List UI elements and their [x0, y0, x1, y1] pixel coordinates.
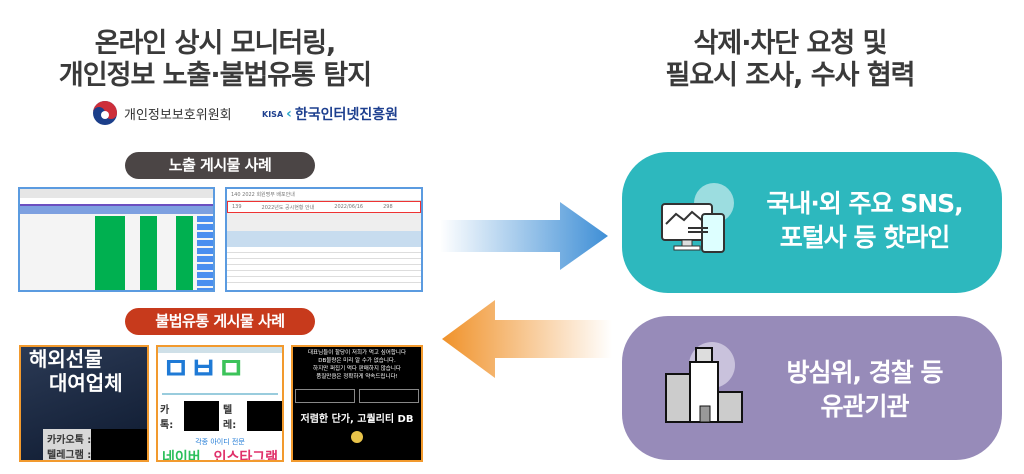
img3-line4: 품질만큼은 정확하게 약속드립니다! [316, 374, 398, 380]
arrow-left-icon [442, 300, 612, 378]
agency-line2: 유관기관 [820, 392, 909, 421]
img1-title1: 해외선물 [29, 347, 103, 371]
img1-tele: 텔레그램 : [47, 450, 92, 461]
row-views: 298 [383, 204, 393, 210]
img3-main: 저렴한 단가, 고퀄리티 DB [300, 414, 414, 425]
hotline-line2: 포털사 등 핫라인 [779, 223, 950, 252]
left-heading-line1: 온라인 상시 모니터링, [94, 28, 337, 59]
row-title: 2022년도 공시현황 안내 [261, 204, 315, 211]
hotline-line1: 국내·외 주요 SNS, [766, 189, 963, 218]
building-icon [665, 347, 743, 423]
hotline-box: 국내·외 주요 SNS, 포털사 등 핫라인 [622, 152, 1002, 293]
illegal-image-futures: 해외선물 대여업체 카카오톡 : 텔레그램 : [19, 345, 149, 462]
right-heading: 삭제·차단 요청 및 필요시 조사, 수사 협력 [590, 28, 990, 92]
arrow-right-icon [440, 202, 608, 270]
exposure-screenshot-admin [18, 187, 215, 292]
img3-line2: DB물량은 미리 알 수가 없습니다. [318, 358, 396, 364]
right-heading-line2: 필요시 조사, 수사 협력 [665, 60, 915, 91]
img1-title2: 대여업체 [49, 371, 123, 395]
img3-line3: 하지만 퍼집기 먹다 판매하지 않습니다 [313, 366, 401, 372]
pipc-logo: 개인정보보호위원회 [92, 100, 232, 126]
left-heading-line2: 개인정보 노출·불법유통 탐지 [58, 60, 372, 91]
img2-sub: 각종 아이디 전문 [195, 438, 245, 446]
agency-box: 방심위, 경찰 등 유관기관 [622, 316, 1002, 460]
img2-insta: 인스타그램 [213, 450, 278, 462]
pipc-name: 개인정보보호위원회 [124, 107, 232, 123]
img2-naver: 네이버 [162, 450, 201, 462]
exposure-cases-label: 노출 게시물 사례 [125, 152, 315, 179]
kisa-abbr: KISA [262, 109, 284, 119]
row-number: 139 [232, 204, 242, 210]
monitor-phone-icon [661, 203, 725, 253]
row-date: 2022/06/16 [334, 204, 364, 210]
img1-kakao: 카카오톡 : [47, 435, 92, 446]
exposure-screenshot-sheet: 140 2022 회원명부 배포안내 139 2022년도 공시현황 안내 20… [225, 187, 423, 292]
illegal-image-db: 대표님들이 할당이 저희가 먹고 싶어합니다 DB물량은 미리 알 수가 없습니… [291, 345, 423, 462]
right-heading-line1: 삭제·차단 요청 및 [693, 28, 888, 59]
kisa-logo: KISA ‹ 한국인터넷진흥원 [262, 104, 398, 124]
illegal-cases-label: 불법유통 게시물 사례 [125, 308, 315, 335]
taegeuk-icon [93, 101, 117, 125]
agency-line1: 방심위, 경찰 등 [786, 358, 944, 387]
left-heading: 온라인 상시 모니터링, 개인정보 노출·불법유통 탐지 [0, 28, 430, 92]
img2-kakao: 카톡: [160, 405, 174, 431]
img2-tele: 텔레: [223, 405, 237, 431]
kisa-mark-icon: ‹ [286, 106, 292, 122]
img3-line1: 대표님들이 할당이 저희가 먹고 싶어합니다 [307, 350, 407, 356]
kisa-name: 한국인터넷진흥원 [294, 107, 398, 123]
